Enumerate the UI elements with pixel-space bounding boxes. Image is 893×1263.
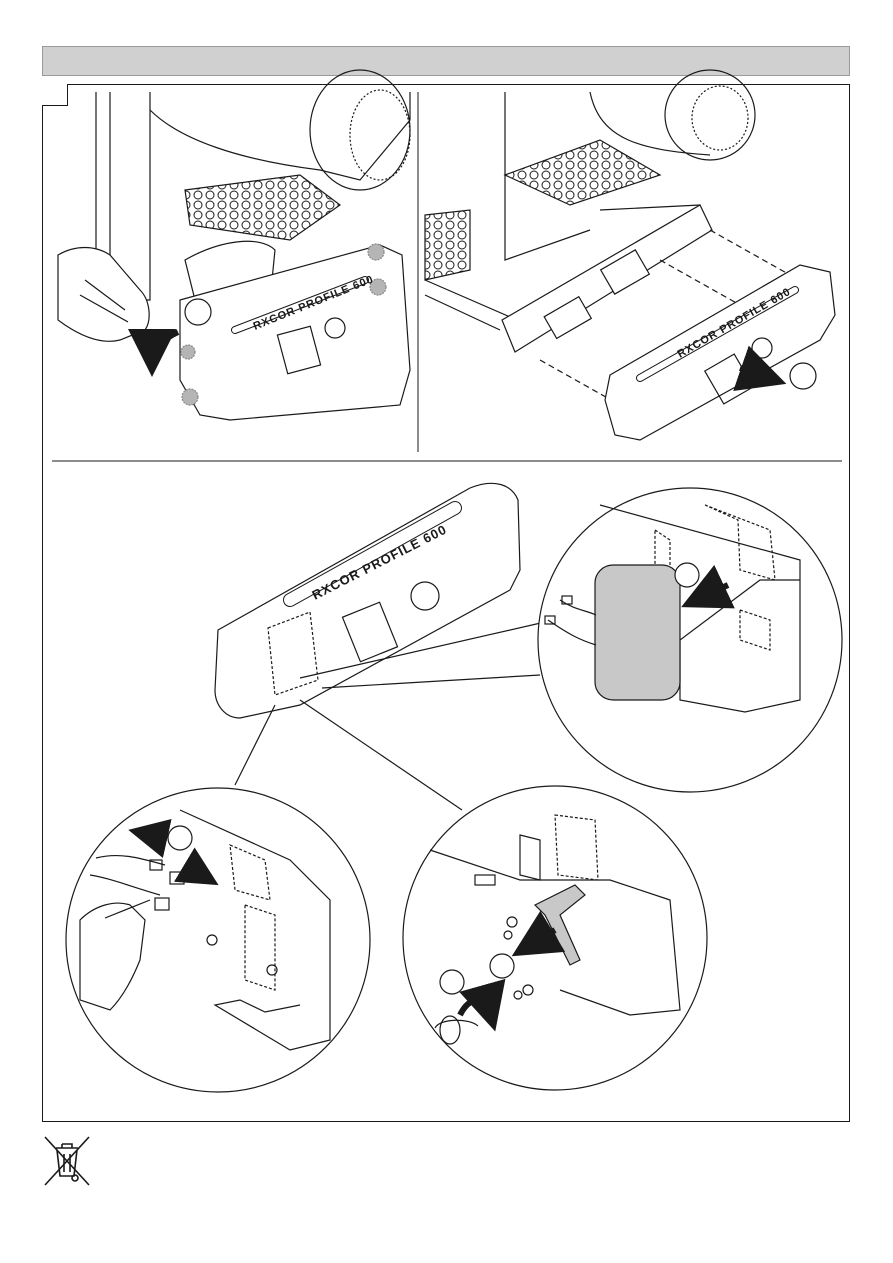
zoom-disconnect-cables <box>66 788 370 1092</box>
panel-remove-screws <box>58 70 410 420</box>
zoom-remove-bracket <box>403 786 707 1090</box>
zoom-remove-battery <box>538 488 842 792</box>
panel-slide-out <box>425 70 835 440</box>
battery-pack <box>595 565 680 700</box>
crossed-out-wheelie-bin-icon <box>42 1134 92 1188</box>
front-panel-main <box>215 483 545 810</box>
